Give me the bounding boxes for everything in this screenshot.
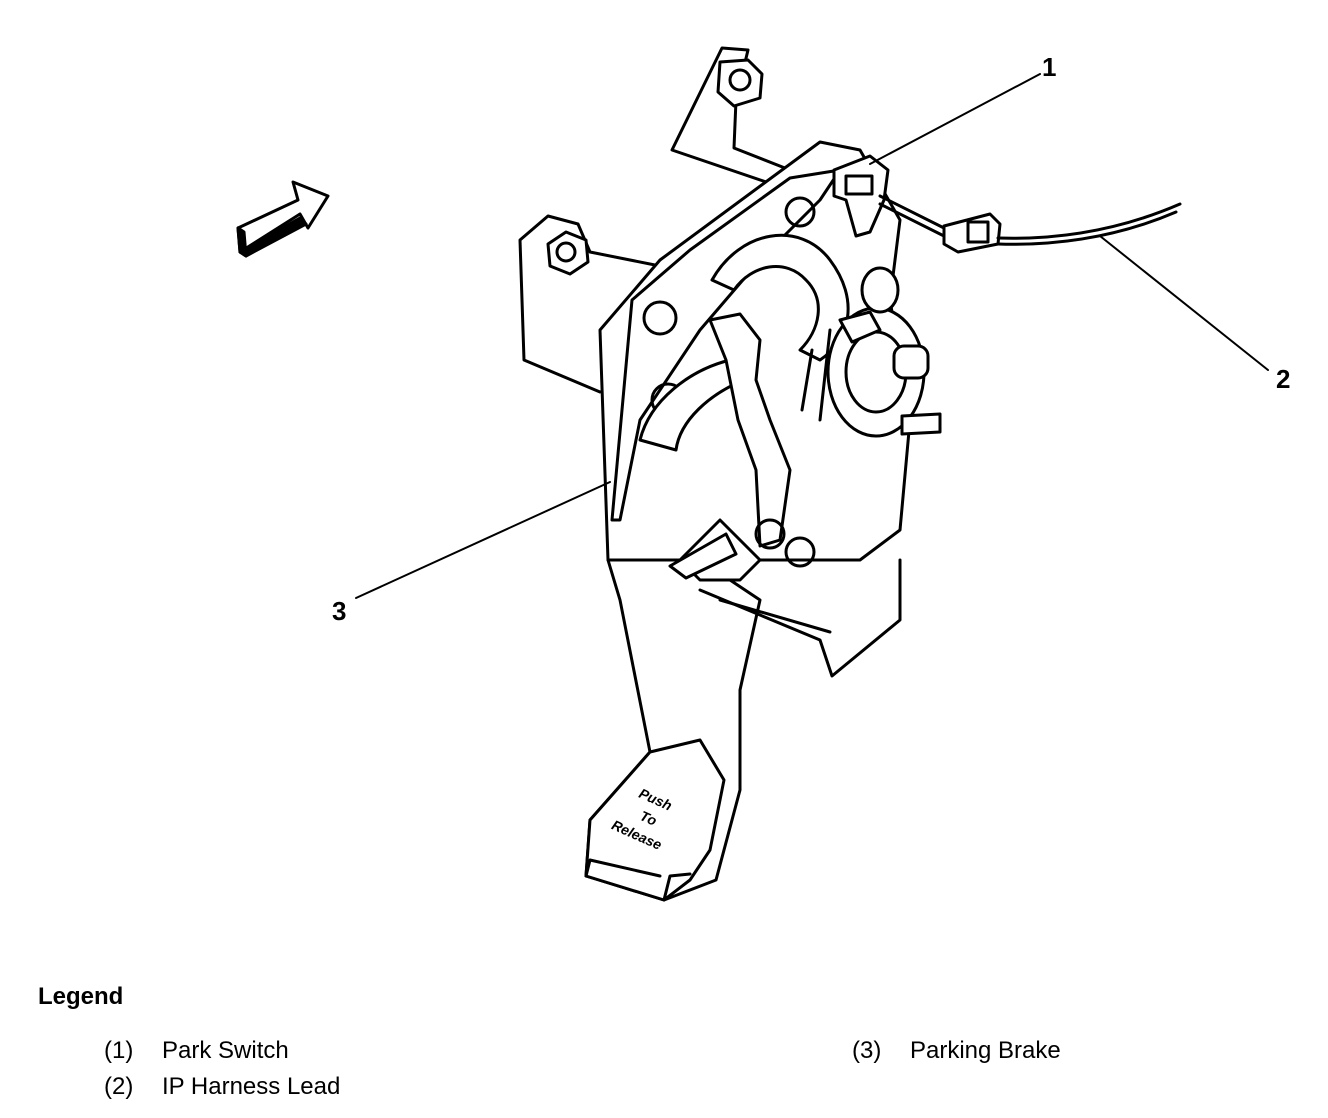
direction-arrow-icon	[236, 180, 330, 258]
legend: Legend (1) Park Switch (2) IP Harness Lead…	[38, 983, 1298, 1113]
parking-brake-pedal	[584, 518, 902, 902]
legend-item-ip-harness-lead: (2) IP Harness Lead	[104, 1073, 340, 1101]
callout-1: 1	[1042, 52, 1056, 82]
legend-item-park-switch: (1) Park Switch	[104, 1037, 289, 1065]
legend-item-label: Park Switch	[162, 1037, 289, 1064]
legend-item-label: Parking Brake	[910, 1037, 1061, 1064]
legend-item-label: IP Harness Lead	[162, 1073, 341, 1100]
ratchet-mechanism	[710, 233, 942, 438]
parking-brake-diagram: 1 2 3 Push To Release	[236, 46, 1290, 902]
pawl-lever	[708, 312, 792, 550]
callout-3: 3	[332, 596, 346, 626]
legend-item-number: (1)	[104, 1037, 134, 1064]
callout-2: 2	[1276, 364, 1290, 394]
legend-item-number: (2)	[104, 1073, 134, 1100]
park-switch	[832, 154, 946, 238]
legend-item-number: (3)	[852, 1037, 882, 1064]
ip-harness-lead	[942, 202, 1182, 254]
upper-mounting-bracket	[670, 46, 792, 188]
legend-title: Legend	[38, 983, 124, 1010]
legend-item-parking-brake: (3) Parking Brake	[852, 1037, 1061, 1065]
pedal-text-to: To	[638, 807, 660, 829]
